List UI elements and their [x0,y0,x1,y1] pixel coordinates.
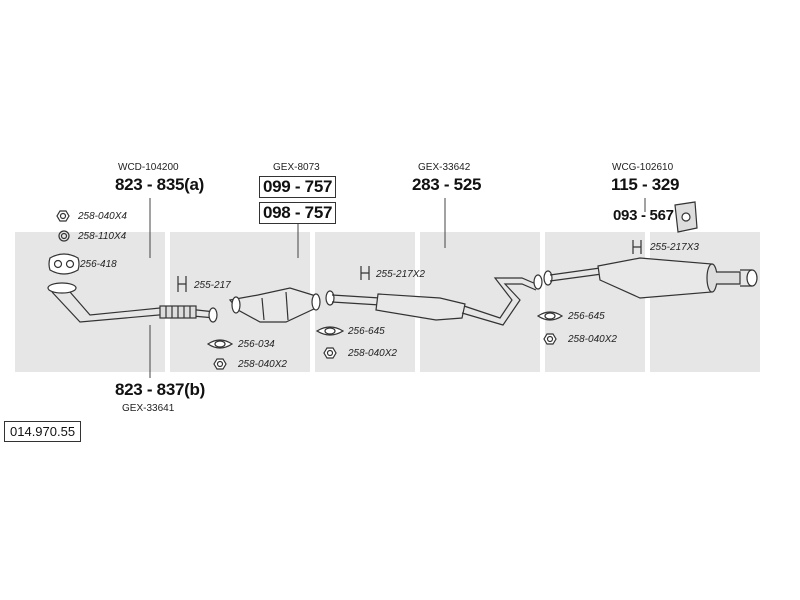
part-code-front-pipe-b[interactable]: 823 - 837(b) [115,380,205,399]
clamp-icon [632,240,642,254]
part-code-rear[interactable]: 115 - 329 [611,175,680,194]
reference-catalyst: GEX-8073 [273,162,320,173]
gasket-icon [206,339,234,349]
part-code-rear-hanger[interactable]: 093 - 567 [613,207,674,224]
watermark-block [15,232,165,372]
middle-silencer-drawing [325,274,543,326]
hanger-bracket-drawing [674,201,698,233]
reference-front-pipe: WCD-104200 [118,162,179,173]
fitting-clamp-217x2[interactable]: 255-217X2 [376,269,425,280]
fitting-gasket-418[interactable]: 256-418 [80,259,117,270]
fitting-gasket-645-a[interactable]: 256-645 [348,326,385,337]
part-code-catalyst-1[interactable]: 099 - 757 [259,176,337,198]
part-code-middle[interactable]: 283 - 525 [412,175,482,194]
nut-icon [543,333,557,345]
front-pipe-drawing [47,282,218,323]
nut-icon [213,358,227,370]
rear-silencer-drawing [543,257,758,299]
reference-middle: GEX-33642 [418,162,471,173]
fitting-clamp-217x3[interactable]: 255-217X3 [650,242,699,253]
part-code-front-pipe-a[interactable]: 823 - 835(a) [115,175,205,194]
fitting-nut-x2-b[interactable]: 258-040X2 [348,348,397,359]
gasket-icon [48,253,80,275]
fitting-nut-x2-c[interactable]: 258-040X2 [568,334,617,345]
gasket-icon [536,311,564,321]
gasket-icon [315,326,345,336]
catalyst-drawing [228,287,321,323]
diagram-number: 014.970.55 [4,421,82,442]
fitting-clamp-217[interactable]: 255-217 [194,280,231,291]
clamp-icon [360,266,370,280]
watermark-block [650,232,760,372]
reference-front-pipe-b: GEX-33641 [122,403,175,414]
part-code-catalyst-2[interactable]: 098 - 757 [259,202,337,224]
fitting-gasket-645-b[interactable]: 256-645 [568,311,605,322]
fitting-nut-x2-a[interactable]: 258-040X2 [238,359,287,370]
watermark-block [545,232,645,372]
reference-rear: WCG-102610 [612,162,674,173]
ring-icon [58,230,70,242]
fitting-ring-x4[interactable]: 258-110X4 [78,231,127,242]
nut-icon [56,210,70,222]
nut-icon [323,347,337,359]
fitting-gasket-034[interactable]: 256-034 [238,339,275,350]
fitting-nut-x4[interactable]: 258-040X4 [78,211,127,222]
clamp-icon [177,276,187,292]
